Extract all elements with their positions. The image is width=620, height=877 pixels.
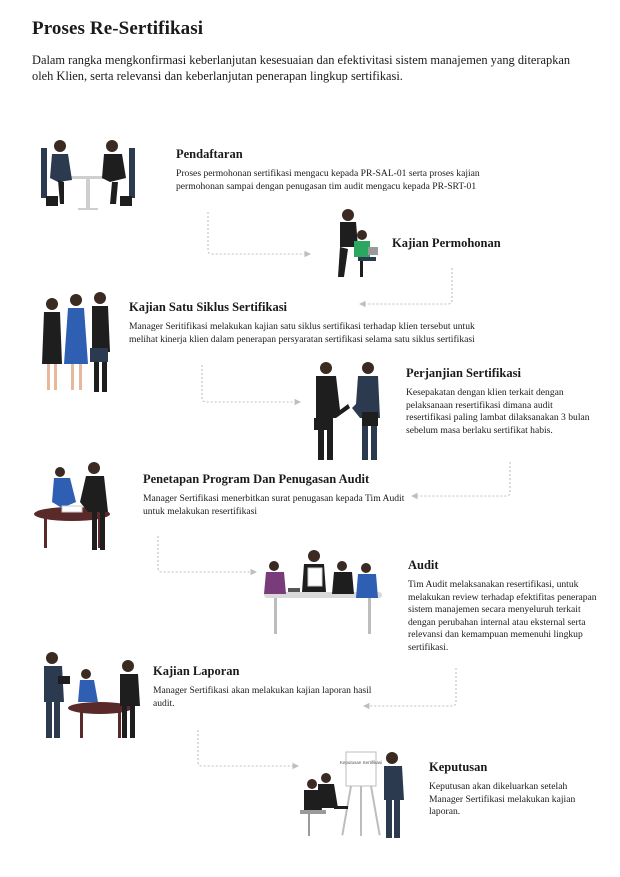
step-title: Pendaftaran <box>176 147 243 161</box>
team-standing-illustration <box>42 292 110 392</box>
step-kajian-laporan: Kajian Laporan Manager Sertifikasi akan … <box>153 664 373 710</box>
step-title: Audit <box>408 558 439 572</box>
meeting-desk-illustration <box>41 140 135 210</box>
step-penetapan-program: Penetapan Program Dan Penugasan Audit Ma… <box>143 472 423 518</box>
arrow-6 <box>362 668 457 710</box>
laptop-review-illustration <box>338 209 378 277</box>
handshake-illustration <box>314 362 380 460</box>
arrow-1 <box>207 212 312 258</box>
arrow-2 <box>358 268 453 308</box>
step-description: Manager Seritifikasi melakukan kajian sa… <box>129 321 475 345</box>
arrow-7 <box>197 730 300 770</box>
step-title: Perjanjian Sertifikasi <box>406 366 521 380</box>
step-description: Tim Audit melaksanakan resertifikasi, un… <box>408 579 597 653</box>
step-description: Manager Sertifikasi menerbitkan surat pe… <box>143 493 405 517</box>
step-audit: Audit Tim Audit melaksanakan resertifika… <box>408 558 598 655</box>
step-description: Kesepakatan dengan klien terkait dengan … <box>406 387 590 436</box>
step-title: Keputusan <box>429 760 488 774</box>
page-title: Proses Re-Sertifikasi <box>32 18 204 39</box>
step-description: Keputusan akan dikeluarkan setelah Manag… <box>429 781 576 818</box>
arrow-4 <box>410 462 511 500</box>
flipchart-text: Keputusan Sertifikasi <box>340 760 382 765</box>
step-keputusan: Keputusan Keputusan akan dikeluarkan set… <box>429 760 599 819</box>
step-title: Kajian Permohonan <box>392 236 501 250</box>
report-review-illustration <box>44 652 140 738</box>
step-perjanjian-sertifikasi: Perjanjian Sertifikasi Kesepakatan denga… <box>406 366 596 437</box>
arrow-5 <box>157 536 258 576</box>
step-title: Kajian Laporan <box>153 664 240 678</box>
intro-paragraph: Dalam rangka mengkonfirmasi keberlanjuta… <box>32 53 571 83</box>
step-description: Proses permohonan sertifikasi mengacu ke… <box>176 168 480 192</box>
step-title: Kajian Satu Siklus Sertifikasi <box>129 300 288 314</box>
step-kajian-permohonan: Kajian Permohonan <box>392 236 592 257</box>
decision-presentation-illustration: Keputusan Sertifikasi <box>300 751 404 838</box>
arrow-3 <box>201 365 302 406</box>
planning-table-illustration <box>34 462 110 550</box>
step-title: Penetapan Program Dan Penugasan Audit <box>143 472 370 486</box>
audit-meeting-illustration <box>264 550 382 634</box>
step-pendaftaran: Pendaftaran Proses permohonan sertifikas… <box>176 147 516 193</box>
step-kajian-satu-siklus: Kajian Satu Siklus Sertifikasi Manager S… <box>129 300 479 346</box>
step-description: Manager Sertifikasi akan melakukan kajia… <box>153 685 372 709</box>
